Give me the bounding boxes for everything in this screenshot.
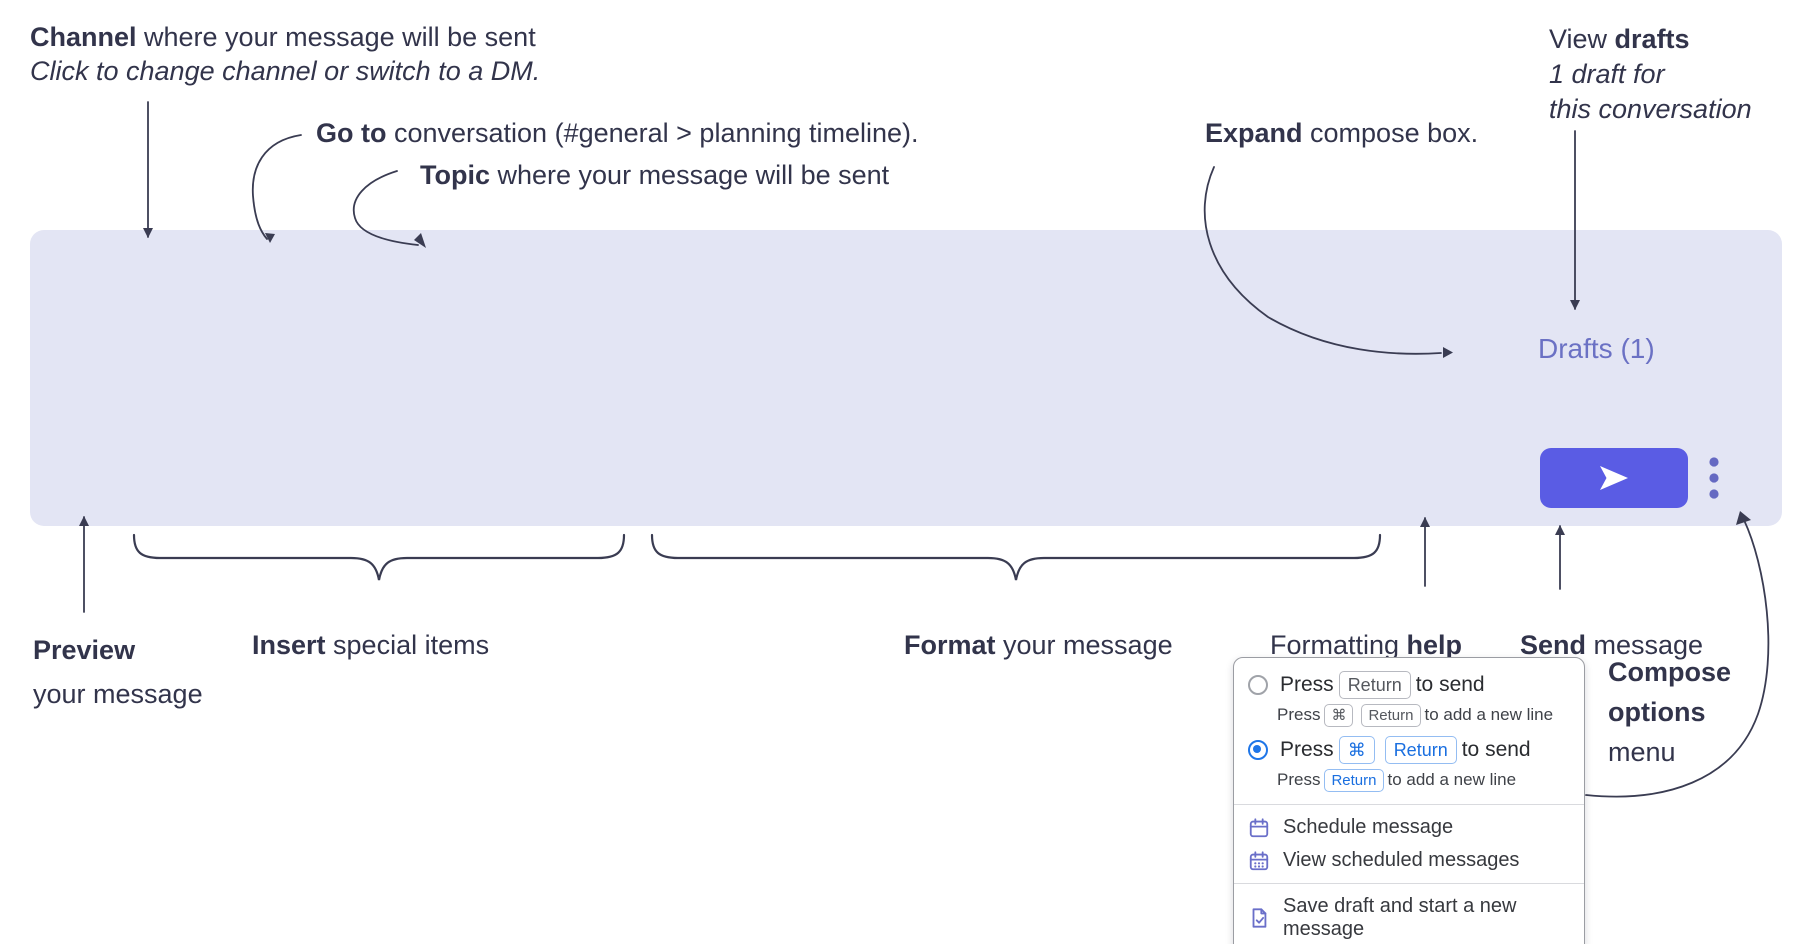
annotation-channel: Channel where your message will be sent … xyxy=(30,22,541,86)
menu-item-label: View scheduled messages xyxy=(1283,849,1520,871)
menu-divider xyxy=(1234,804,1584,805)
annotation-view-drafts: View drafts 1 draft for this conversatio… xyxy=(1549,24,1752,124)
goto-connector-line xyxy=(251,134,302,240)
send-button[interactable] xyxy=(1540,448,1688,508)
radio-selected-icon[interactable] xyxy=(1248,740,1268,760)
annotation-topic: Topic where your message will be sent xyxy=(420,160,890,190)
calendar-icon xyxy=(1249,817,1269,837)
key-chip: Return xyxy=(1361,704,1421,727)
menu-item-schedule-message[interactable]: Schedule message xyxy=(1234,811,1584,844)
send-icon xyxy=(1600,466,1628,490)
annotation-format: Format your message xyxy=(904,630,1173,660)
compose-options-button[interactable] xyxy=(1700,452,1728,504)
key-chip: ⌘ xyxy=(1324,704,1354,727)
compose-box xyxy=(30,230,1782,526)
menu-divider xyxy=(1234,883,1584,884)
insert-brace xyxy=(132,533,626,581)
menu-item-save-draft[interactable]: Save draft and start a new message xyxy=(1234,890,1584,944)
arrowhead xyxy=(1555,525,1565,535)
key-chip: ⌘ xyxy=(1338,736,1375,764)
calendar-dots-icon xyxy=(1249,850,1269,870)
kebab-menu-icon xyxy=(1709,457,1719,499)
annotation-compose-options: Compose options menu xyxy=(1608,657,1732,767)
annotation-expand: Expand compose box. xyxy=(1205,118,1479,148)
annotation-go-to: Go to conversation (#general > planning … xyxy=(316,118,919,148)
key-chip: Return xyxy=(1384,736,1457,764)
format-brace xyxy=(650,533,1382,581)
menu-item-view-scheduled[interactable]: View scheduled messages xyxy=(1234,844,1584,877)
key-chip: Return xyxy=(1324,769,1384,792)
annotation-preview: Preview your message xyxy=(33,635,203,709)
menu-item-label: Schedule message xyxy=(1283,816,1454,838)
annotation-insert: Insert special items xyxy=(252,630,490,660)
key-chip: Return xyxy=(1338,671,1411,699)
radio-unselected-icon[interactable] xyxy=(1248,675,1268,695)
annotation-formatting-help: Formatting help xyxy=(1270,630,1463,660)
menu-item-label: Save draft and start a new message xyxy=(1283,895,1517,940)
save-draft-icon xyxy=(1252,908,1267,928)
drafts-link[interactable]: Drafts (1) xyxy=(1538,333,1655,364)
